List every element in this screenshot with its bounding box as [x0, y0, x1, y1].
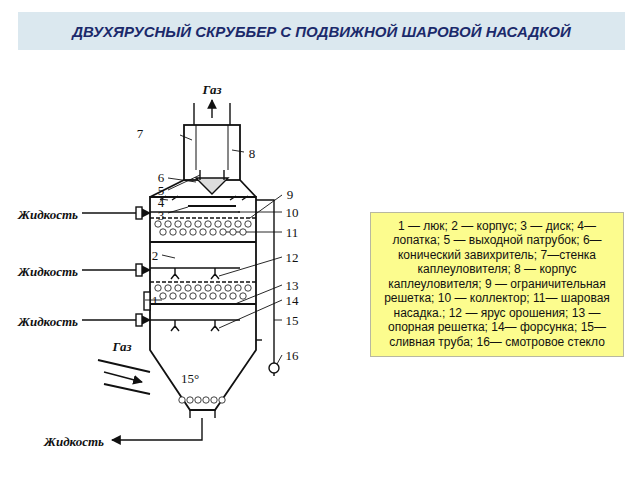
callout-number: 15°: [181, 372, 199, 385]
callout-number: 4: [158, 196, 165, 209]
key-box: 1 — люк; 2 — корпус; 3 — диск; 4— лопатк…: [370, 212, 624, 357]
title-band: ДВУХЯРУСНЫЙ СКРУББЕР С ПОДВИЖНОЙ ШАРОВОЙ…: [18, 12, 625, 50]
flow-label: Газ: [202, 83, 221, 96]
callout-number: 3: [158, 209, 165, 222]
key-text: 1 — люк; 2 — корпус; 3 — диск; 4— лопатк…: [377, 219, 617, 350]
callout-number: 10: [286, 206, 299, 219]
callout-number: 12: [286, 251, 299, 264]
callout-number: 13: [286, 279, 299, 292]
flow-label: Газ: [112, 340, 131, 353]
callout-number: 1: [152, 294, 159, 307]
callout-number: 6: [158, 171, 165, 184]
flow-label: Жидкость: [18, 208, 78, 221]
flow-label: Жидкость: [18, 265, 78, 278]
callout-number: 8: [249, 147, 256, 160]
flow-label: Жидкость: [44, 435, 104, 448]
callout-number: 14: [286, 294, 299, 307]
flow-label: Жидкость: [18, 315, 78, 328]
callout-number: 2: [152, 249, 159, 262]
callout-number: 16: [286, 349, 299, 362]
callout-number: 9: [287, 188, 294, 201]
title-text: ДВУХЯРУСНЫЙ СКРУББЕР С ПОДВИЖНОЙ ШАРОВОЙ…: [72, 23, 571, 40]
callout-number: 11: [286, 226, 299, 239]
callout-number: 15: [286, 314, 299, 327]
callout-number: 7: [137, 127, 144, 140]
